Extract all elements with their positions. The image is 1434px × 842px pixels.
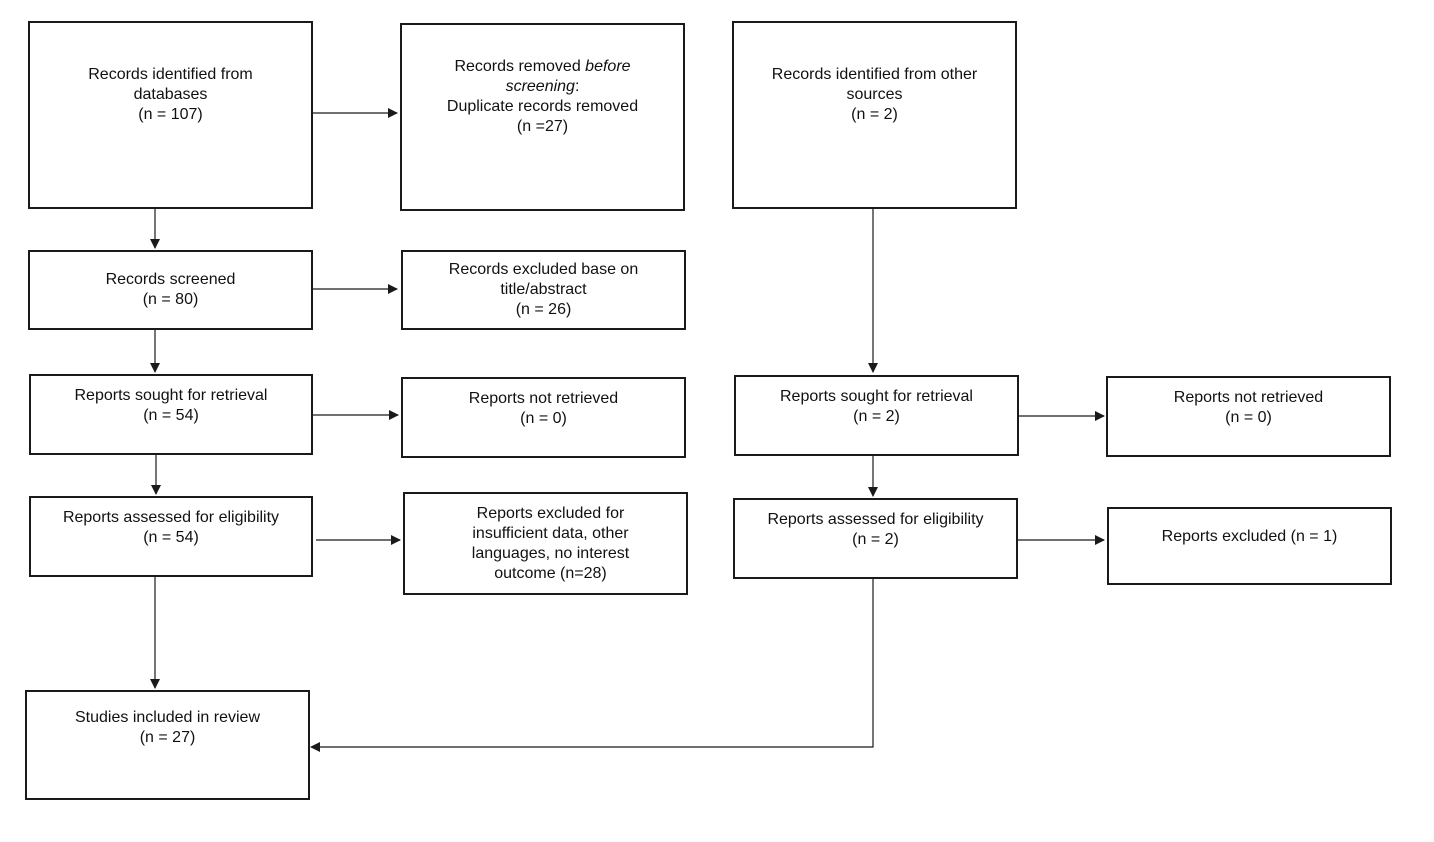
box-text: (n = 107) [138,106,203,123]
text-suffix: : [574,78,580,95]
box-text: Records identified from other [771,66,978,83]
box-text: Records excluded base on [448,261,639,278]
box-text: (n = 0) [1225,408,1272,426]
box-text: Reports excluded for [476,504,625,522]
arrow-other-to-included [310,577,874,752]
box-text: databases [133,86,208,103]
box-reports-excluded-other: Reports excluded (n = 1) [1107,507,1392,585]
box-text: outcome (n=28) [494,564,607,582]
box-text: (n = 80) [142,291,199,308]
box-text: (n = 2) [851,106,898,123]
box-records-excluded-title: Records excluded base on title/abstract … [401,250,686,330]
box-reports-assessed-other: Reports assessed for eligibility (n = 2) [733,498,1018,579]
box-text: (n = 26) [515,301,572,318]
box-text: languages, no interest [471,544,630,562]
box-text: Reports excluded (n = 1) [1161,528,1338,545]
box-text: Duplicate records removed [446,98,639,115]
box-reports-assessed-databases: Reports assessed for eligibility (n = 54… [29,496,313,577]
text-italic: before [585,58,631,75]
text-italic: screening [505,78,575,95]
box-reports-not-retrieved-other: Reports not retrieved (n = 0) [1106,376,1391,457]
text-prefix: Records removed [454,58,586,75]
box-text: Records identified from [88,66,253,83]
box-text: Reports sought for retrieval [780,387,973,405]
box-text: (n = 27) [139,729,196,746]
box-text: sources [846,86,903,103]
box-text: Reports assessed for eligibility [62,508,280,526]
box-text-line-1: Records removed before [454,57,630,77]
box-text: (n = 54) [143,528,199,546]
box-text: (n = 2) [853,407,900,425]
box-text: Reports sought for retrieval [74,386,268,404]
box-reports-excluded-databases: Reports excluded for insufficient data, … [403,492,688,595]
box-records-databases: Records identified from databases (n = 1… [28,21,313,209]
box-text: Studies included in review [75,709,260,726]
box-text: Reports assessed for eligibility [767,510,984,528]
box-text: title/abstract [500,281,587,298]
box-records-removed: Records removed before screening: Duplic… [400,23,685,211]
box-text: (n = 0) [520,409,567,427]
box-text: (n = 54) [143,406,199,424]
box-text: (n =27) [516,118,569,135]
box-text-line-2: screening: [506,77,580,97]
box-text: (n = 2) [852,530,899,548]
box-reports-not-retrieved-databases: Reports not retrieved (n = 0) [401,377,686,458]
box-text: Reports not retrieved [1173,388,1324,406]
box-text: Records screened [105,271,236,288]
box-records-screened: Records screened (n = 80) [28,250,313,330]
box-reports-sought-databases: Reports sought for retrieval (n = 54) [29,374,313,455]
box-text: insufficient data, other [472,524,629,542]
box-records-other-sources: Records identified from other sources (n… [732,21,1017,209]
box-studies-included: Studies included in review (n = 27) [25,690,310,800]
box-text: Reports not retrieved [468,389,619,407]
box-reports-sought-other: Reports sought for retrieval (n = 2) [734,375,1019,456]
